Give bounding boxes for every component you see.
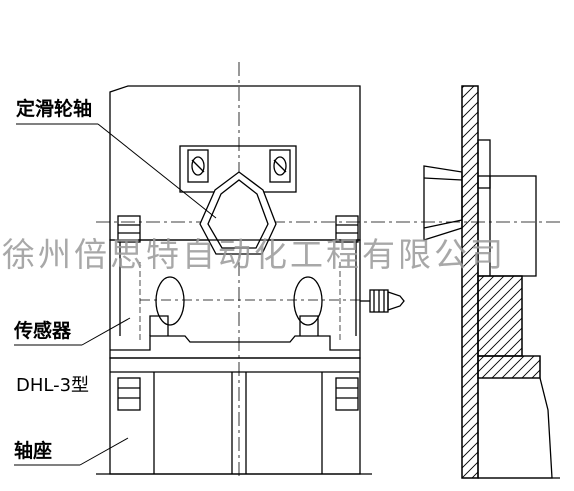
- bolt-upper-left: [117, 215, 141, 243]
- leader-sensor: [81, 317, 131, 346]
- leader-axle-seat: [79, 437, 129, 466]
- sensor-base-step: [110, 335, 360, 351]
- bolt-lower-right: [335, 377, 359, 411]
- label-axle-seat: 轴座: [14, 440, 53, 462]
- side-plate: [461, 85, 479, 479]
- sensor-hole-left: [155, 276, 185, 326]
- side-pulley: [423, 165, 463, 241]
- leader-pulley-shaft: [97, 123, 217, 219]
- slot-right: [269, 149, 291, 183]
- bolt-upper-right: [335, 215, 359, 243]
- side-bracket: [477, 139, 491, 189]
- label-fixed-pulley-shaft: 定滑轮轴: [16, 98, 93, 120]
- label-model: DHL-3型: [16, 375, 90, 396]
- label-sensor: 传感器: [14, 320, 72, 342]
- side-base: [477, 355, 541, 379]
- company-watermark: 徐州倍思特自动化工程有限公司: [2, 235, 506, 274]
- slot-left: [187, 149, 209, 183]
- bolt-lower-left: [117, 377, 141, 411]
- pulley-shaft-hex: [199, 171, 277, 255]
- connector-tip: [387, 291, 405, 311]
- sensor-hole-right: [293, 276, 323, 326]
- side-sensor: [477, 275, 523, 357]
